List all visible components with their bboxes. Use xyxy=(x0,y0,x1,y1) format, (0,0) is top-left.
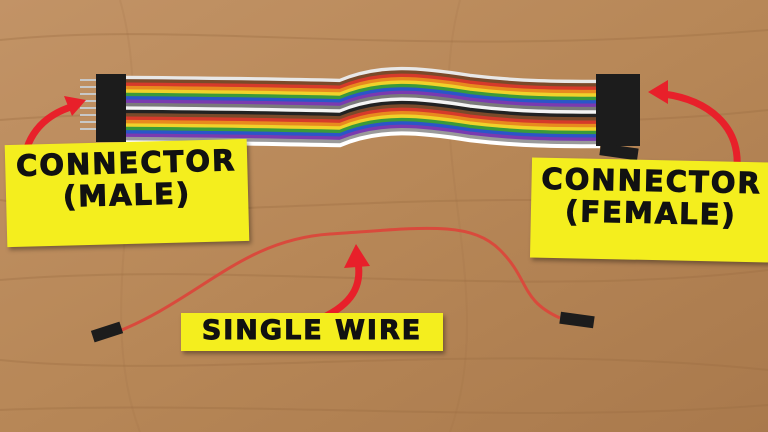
ribbon-wire xyxy=(123,128,601,145)
curved-arrow-icon xyxy=(648,80,741,169)
ribbon-wire xyxy=(123,104,601,122)
ribbon-wire xyxy=(123,66,601,84)
male-connector-label-line1: CONNECTOR xyxy=(15,143,237,184)
ribbon-wire xyxy=(123,111,601,128)
ribbon-wire xyxy=(123,87,601,105)
ribbon-wire xyxy=(123,121,601,139)
ribbon-wire xyxy=(123,131,601,149)
single-wire xyxy=(90,226,595,343)
ribbon-wire xyxy=(123,70,601,88)
ribbon-wire xyxy=(123,94,601,111)
ribbon-wire xyxy=(123,117,601,135)
ribbon-wire xyxy=(123,97,601,115)
ribbon-wire xyxy=(123,90,601,108)
male-connector-label-line2: (MALE) xyxy=(62,176,192,215)
single-wire-label: SINGLE WIRE xyxy=(181,313,443,351)
male-connector xyxy=(80,74,126,142)
ribbon-wire xyxy=(123,83,601,101)
ribbon-wire xyxy=(123,80,601,98)
ribbon-wire xyxy=(123,114,601,132)
female-connector-label: CONNECTOR (FEMALE) xyxy=(529,157,768,263)
ribbon-wire xyxy=(123,124,601,142)
ribbon-wire xyxy=(123,100,601,118)
ribbon-wire xyxy=(123,77,601,94)
ribbon-wire xyxy=(123,73,601,91)
female-connector xyxy=(596,74,640,161)
ribbon-wire xyxy=(123,107,601,125)
single-wire-label-text: SINGLE WIRE xyxy=(201,315,423,346)
ribbon-cable xyxy=(123,66,601,149)
female-connector-label-line2: (FEMALE) xyxy=(564,194,738,233)
male-connector-label: CONNECTOR (MALE) xyxy=(4,138,250,248)
